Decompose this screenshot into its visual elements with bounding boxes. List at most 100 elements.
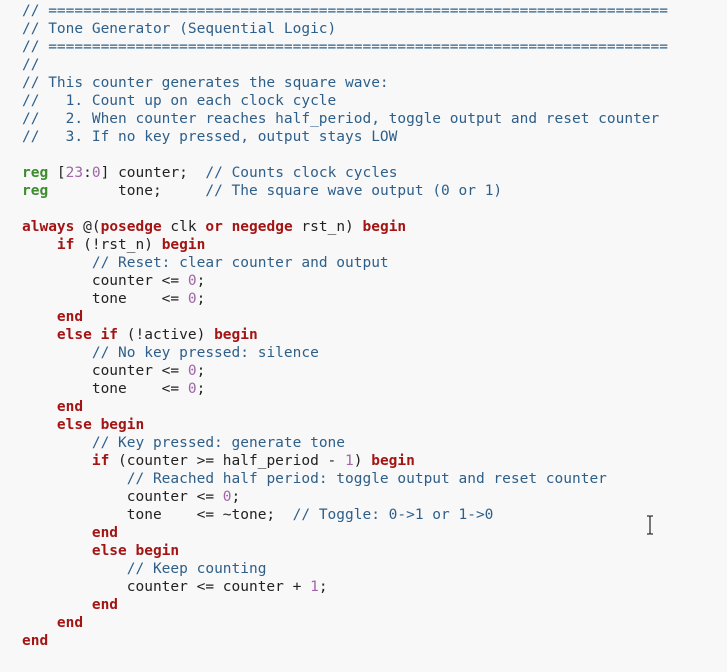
code-token-keyword: if [56,237,75,253]
text-cursor-ibeam-icon [647,515,653,535]
code-line: // [22,56,727,74]
code-token-comment: // 3. If no key pressed, output stays LO… [22,129,398,145]
code-line: // This counter generates the square wav… [22,74,727,92]
code-token-number: 0 [187,273,197,289]
code-line: if (!rst_n) begin [22,236,727,254]
code-token-comment: // Key pressed: generate tone [91,435,346,451]
code-token-comment: // =====================================… [22,39,669,55]
code-token-keyword: negedge [231,219,293,235]
code-token-plain: ; [318,579,328,595]
code-token-plain [22,345,92,361]
code-token-plain: ) [353,453,372,469]
code-token-plain [22,309,57,325]
code-line: tone <= 0; [22,380,727,398]
code-token-plain [22,543,92,559]
code-token-plain: ; [196,273,206,289]
code-line: // 2. When counter reaches half_period, … [22,110,727,128]
code-token-number: 1 [310,579,319,595]
code-token-plain [22,237,57,253]
code-token-plain: ; [231,489,241,505]
code-token-plain [223,219,232,235]
code-token-keyword: begin [371,453,415,469]
code-line [22,146,727,164]
code-token-type: reg [22,183,49,199]
code-line: // Reset: clear counter and output [22,254,727,272]
code-token-plain: (counter >= half_period - [109,453,346,469]
code-line: reg tone; // The square wave output (0 o… [22,182,727,200]
code-token-keyword: end [91,525,119,541]
code-token-keyword: or [205,219,223,235]
code-token-plain: @( [74,219,101,235]
code-token-number: 0 [187,291,197,307]
code-token-plain: tone; [48,183,206,199]
code-token-keyword: end [22,633,49,649]
code-token-plain: (!rst_n) [74,237,162,253]
code-token-comment: // Reset: clear counter and output [91,255,389,271]
code-line: counter <= 0; [22,272,727,290]
code-token-keyword: end [56,309,84,325]
code-token-plain: counter <= [22,489,223,505]
code-line: always @(posedge clk or negedge rst_n) b… [22,218,727,236]
code-token-plain [22,327,57,343]
code-line: end [22,524,727,542]
code-line: if (counter >= half_period - 1) begin [22,452,727,470]
code-token-comment: // No key pressed: silence [91,345,319,361]
code-token-plain: tone <= [22,291,188,307]
code-line: // Reached half period: toggle output an… [22,470,727,488]
code-token-plain [22,417,57,433]
code-token-comment: // Keep counting [126,561,267,577]
code-token-plain: : [83,165,92,181]
code-line: // Tone Generator (Sequential Logic) [22,20,727,38]
code-token-comment: // This counter generates the square wav… [22,75,389,91]
code-line: counter <= counter + 1; [22,578,727,596]
code-line: counter <= 0; [22,488,727,506]
code-view[interactable]: // =====================================… [22,2,727,650]
code-token-keyword: else begin [91,543,180,559]
code-token-keyword: else if [56,327,119,343]
code-token-plain [22,561,127,577]
code-line: else if (!active) begin [22,326,727,344]
code-token-plain: ; [196,291,206,307]
code-token-plain: counter <= [22,273,188,289]
code-line: end [22,596,727,614]
code-token-keyword: end [91,597,119,613]
code-token-comment: // Tone Generator (Sequential Logic) [22,21,337,37]
code-token-plain: counter <= counter + [22,579,311,595]
code-token-comment: // 2. When counter reaches half_period, … [22,111,660,127]
code-token-plain [22,615,57,631]
code-token-plain: rst_n) [292,219,363,235]
code-line: // =====================================… [22,38,727,56]
code-token-keyword: else begin [56,417,145,433]
code-line: reg [23:0] counter; // Counts clock cycl… [22,164,727,182]
code-token-plain [22,471,127,487]
code-line: else begin [22,542,727,560]
code-line: counter <= 0; [22,362,727,380]
code-token-plain [22,399,57,415]
code-token-keyword: end [56,399,84,415]
code-token-number: 0 [187,381,197,397]
code-token-plain [22,597,92,613]
code-line [22,200,727,218]
code-token-plain: tone <= [22,381,188,397]
code-token-plain: ] counter; [100,165,206,181]
code-token-plain: counter <= [22,363,188,379]
code-line: tone <= 0; [22,290,727,308]
code-token-comment: // The square wave output (0 or 1) [205,183,503,199]
code-token-plain: tone <= ~tone; [22,507,293,523]
code-token-keyword: begin [161,237,206,253]
code-token-plain [22,435,92,451]
code-line: // =====================================… [22,2,727,20]
code-line: end [22,398,727,416]
code-token-keyword: end [56,615,84,631]
code-token-keyword: if [91,453,110,469]
code-line: // Key pressed: generate tone [22,434,727,452]
code-token-number: 0 [91,165,101,181]
code-token-plain [22,525,92,541]
code-token-keyword: begin [214,327,258,343]
code-token-comment: // Toggle: 0->1 or 1->0 [292,507,494,523]
code-token-number: 0 [222,489,232,505]
code-token-type: reg [22,165,49,181]
code-token-plain [22,255,92,271]
code-token-keyword: always [22,219,75,235]
